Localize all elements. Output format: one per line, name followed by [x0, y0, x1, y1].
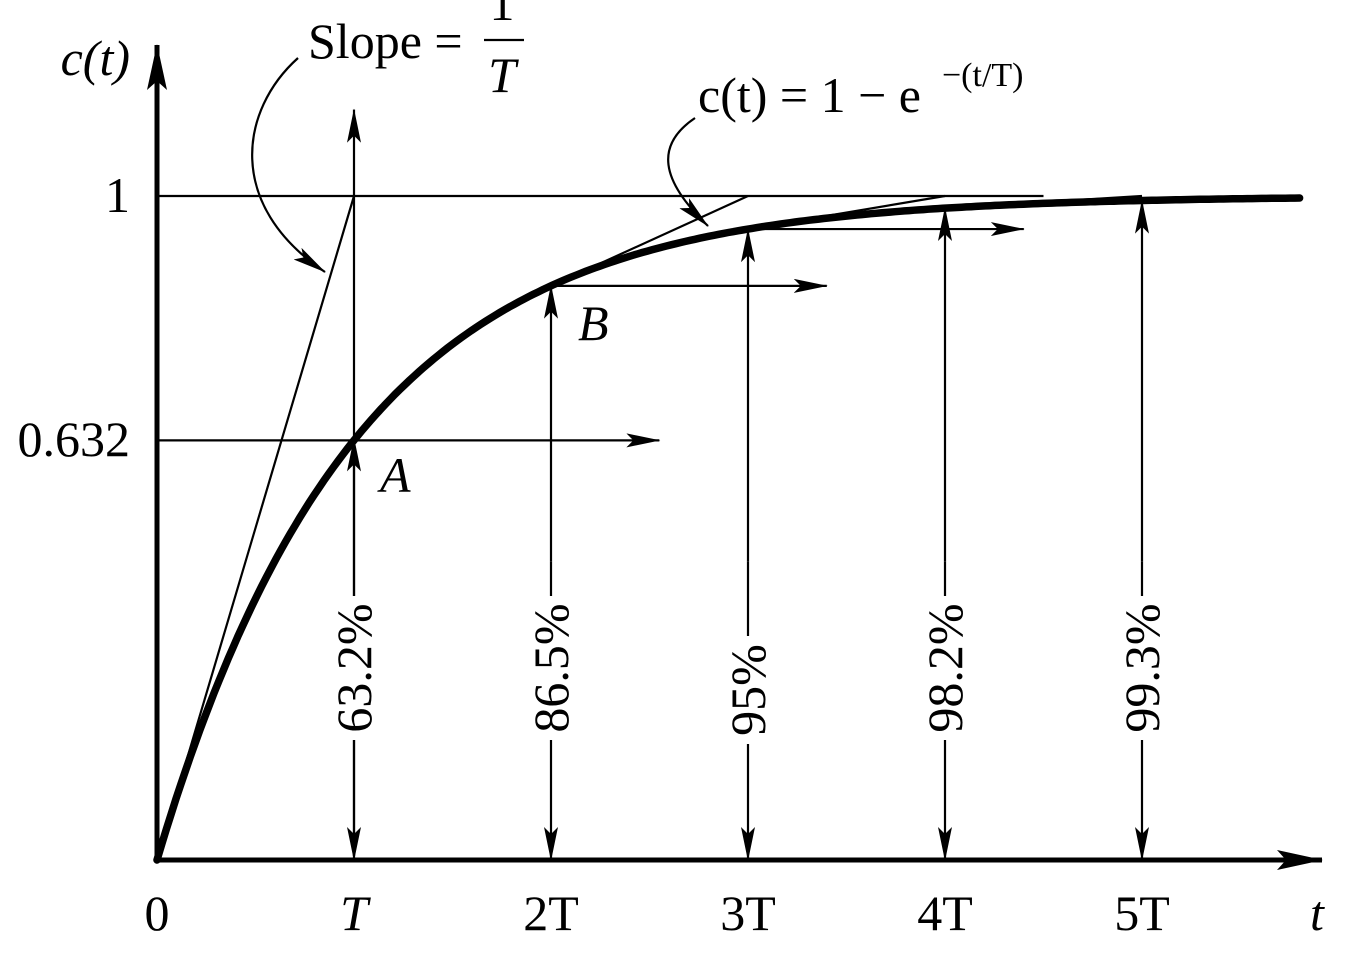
point-label-b: B — [578, 295, 609, 351]
svg-text:99.3%: 99.3% — [1114, 603, 1170, 732]
x-tick-label-5T: 5T — [1114, 885, 1170, 941]
x-axis-label: t — [1310, 885, 1325, 941]
svg-text:86.5%: 86.5% — [523, 603, 579, 732]
svg-text:1: 1 — [490, 0, 515, 31]
percent-label-95: 95% — [720, 636, 776, 744]
response-curve — [153, 194, 1304, 864]
svg-text:T: T — [488, 47, 519, 103]
y-axis-label: c(t) — [61, 30, 130, 86]
x-tick-label-3T: 3T — [720, 885, 776, 941]
x-tick-label-0: 0 — [145, 885, 170, 941]
percent-label-98: 98.2% — [917, 596, 973, 740]
x-tick-label-T: T — [340, 885, 371, 941]
percent-label-63: 63.2% — [326, 596, 382, 740]
x-tick-label-2T: 2T — [523, 885, 579, 941]
svg-text:95%: 95% — [720, 644, 776, 736]
slope-annotation: Slope = 1 T — [251, 0, 524, 273]
helper-lines — [155, 108, 1149, 861]
y-tick-label-0632: 0.632 — [18, 411, 131, 467]
y-tick-label-1: 1 — [105, 167, 130, 223]
percent-label-86: 86.5% — [523, 596, 579, 740]
percent-label-99: 99.3% — [1114, 596, 1170, 740]
svg-text:98.2%: 98.2% — [917, 603, 973, 732]
point-label-a: A — [377, 447, 411, 503]
svg-text:−(t/T): −(t/T) — [942, 57, 1023, 94]
x-tick-label-4T: 4T — [917, 885, 973, 941]
svg-text:63.2%: 63.2% — [326, 603, 382, 732]
equation-annotation: c(t) = 1 − e −(t/T) — [667, 57, 1023, 227]
svg-text:Slope =: Slope = — [308, 13, 463, 69]
svg-text:c(t) = 1 − e: c(t) = 1 − e — [698, 67, 921, 123]
